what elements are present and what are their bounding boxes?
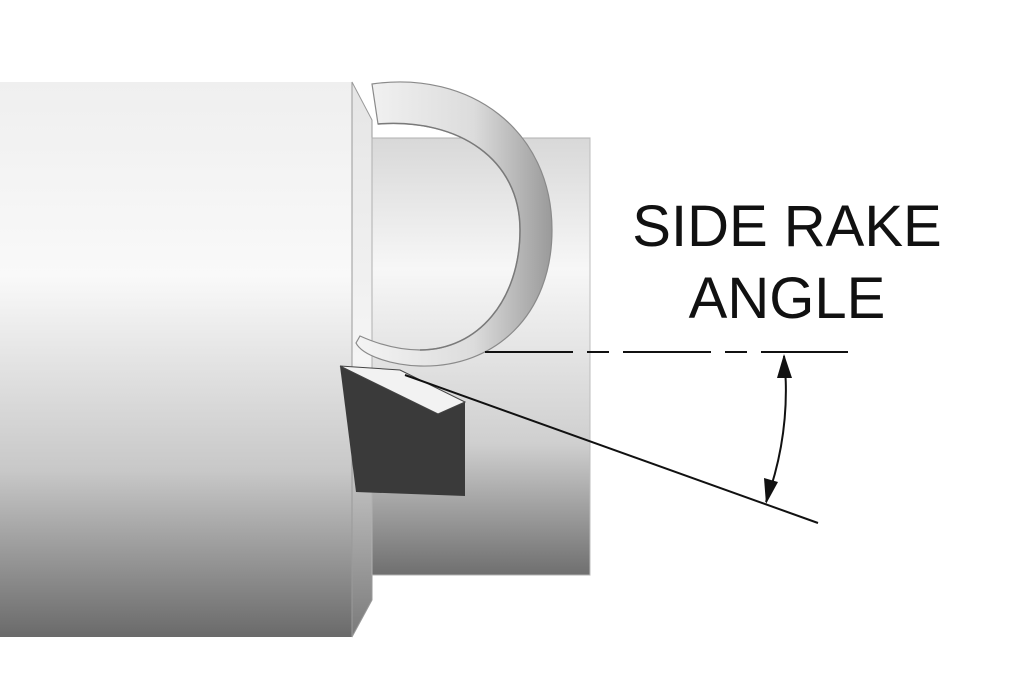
- chip-inner-edge: [377, 122, 521, 351]
- rake-face-line: [404, 374, 819, 524]
- angle-arrow-bottom: [764, 478, 778, 504]
- workpiece-cylinder: [0, 82, 352, 637]
- label-line-1: SIDE RAKE: [632, 194, 941, 259]
- workpiece-shoulder: [351, 81, 373, 638]
- cutting-tool-rake-face: [339, 365, 467, 415]
- angle-arrow-top: [777, 354, 792, 378]
- label-line-2: ANGLE: [689, 266, 886, 331]
